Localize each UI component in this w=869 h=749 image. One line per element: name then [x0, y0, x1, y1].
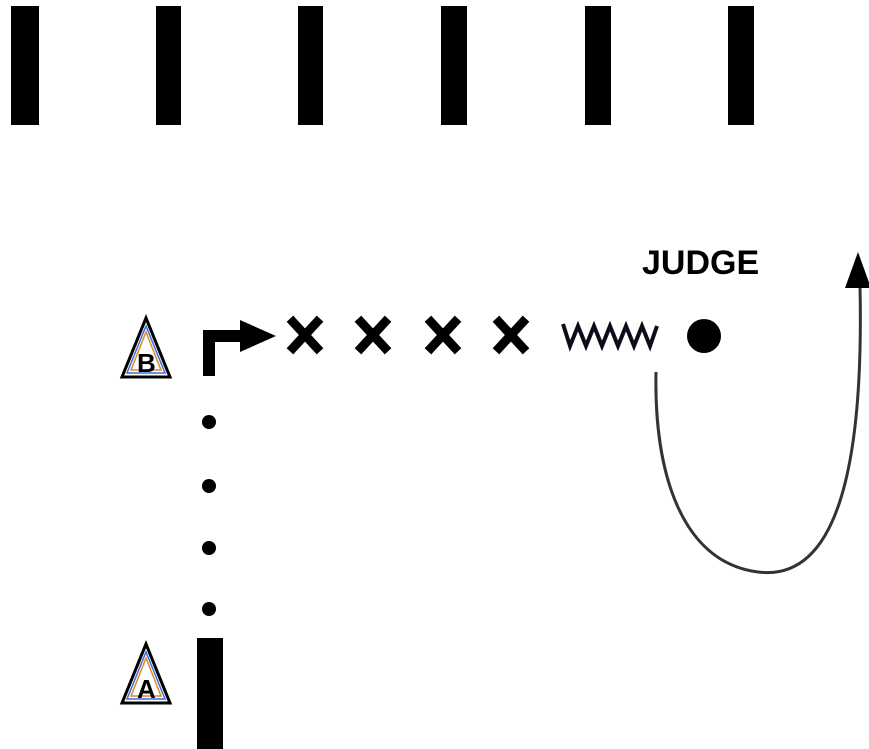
dotted-path: [202, 415, 216, 616]
cone-icon: A: [119, 640, 173, 705]
cross-icon: [354, 315, 392, 355]
curved-arrow-icon: [654, 252, 869, 575]
cone-icon: B: [119, 314, 173, 379]
judge-dot-icon: [687, 319, 721, 353]
path-dot: [202, 602, 216, 616]
start-line: [197, 638, 223, 749]
fence-post: [585, 6, 611, 125]
fence-posts: [11, 6, 754, 125]
zigzag-icon: [561, 320, 659, 352]
cross-icon: [286, 315, 324, 355]
cone-b-label: B: [137, 348, 156, 378]
path-dot: [202, 415, 216, 429]
fence-post: [441, 6, 467, 125]
judge-label: JUDGE: [642, 244, 759, 282]
arrow-icon: [203, 320, 276, 376]
cross-icon: [424, 315, 462, 355]
path-dot: [202, 541, 216, 555]
cross-icon: [492, 315, 530, 355]
fence-post: [728, 6, 754, 125]
fence-post: [298, 6, 323, 125]
cross-markers: [286, 315, 530, 355]
cone-a-label: A: [137, 674, 156, 704]
fence-post: [11, 6, 39, 125]
fence-post: [156, 6, 181, 125]
path-dot: [202, 479, 216, 493]
